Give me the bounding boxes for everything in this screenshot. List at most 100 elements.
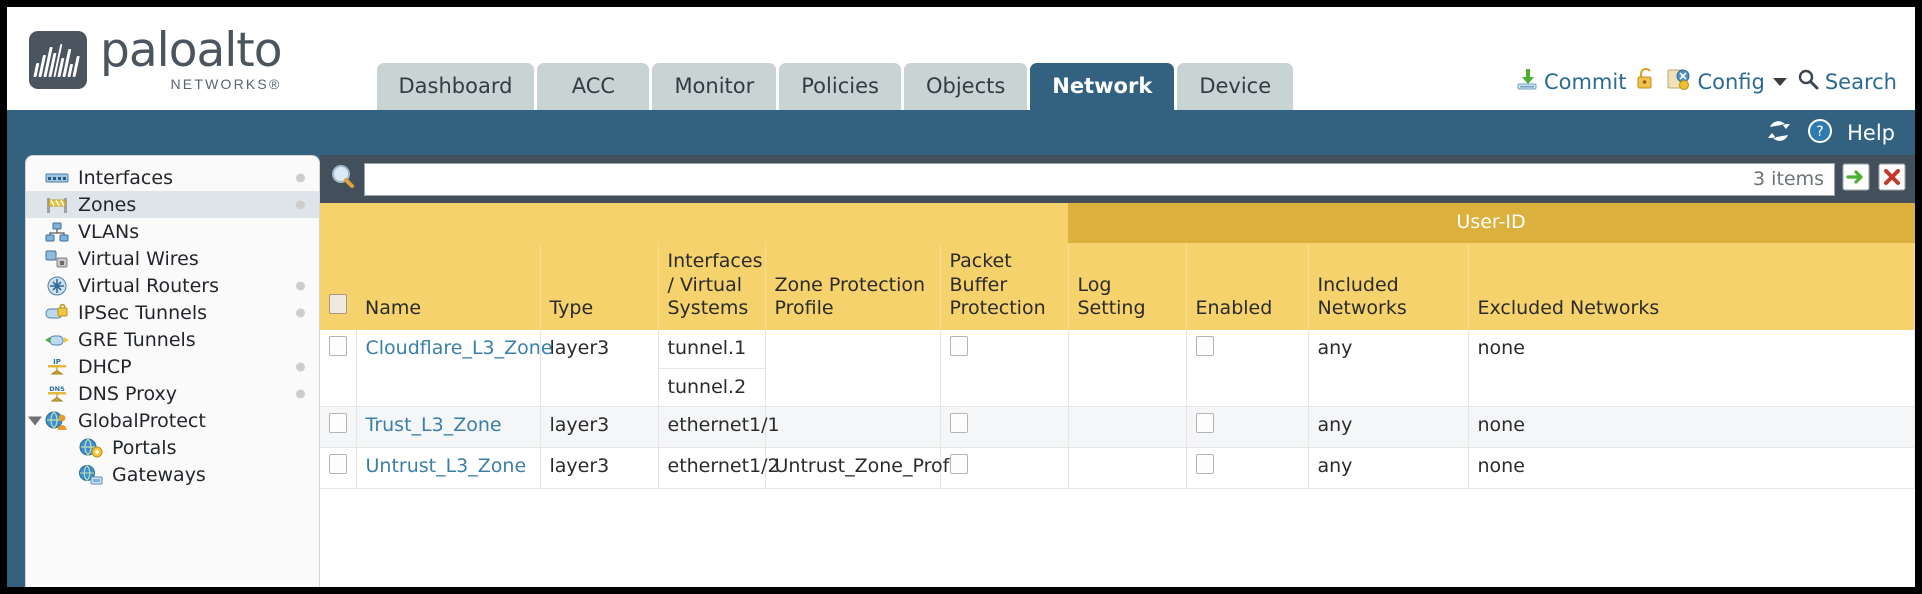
table-row[interactable]: Untrust_L3_Zone layer3 ethernet1/2 Untru… (320, 447, 1915, 489)
apply-filter-button[interactable] (1841, 162, 1871, 197)
zone-name-link[interactable]: Cloudflare_L3_Zone (365, 337, 553, 359)
gre-tunnels-icon (44, 330, 70, 350)
virtual-routers-icon (44, 276, 70, 296)
cell-log-setting (1068, 447, 1187, 489)
search-magnifier-icon[interactable] (328, 162, 358, 197)
packet-buffer-checkbox[interactable] (949, 413, 968, 434)
cell-zone-protection: Untrust_Zone_Prof (765, 447, 949, 489)
row-checkbox[interactable] (329, 413, 347, 434)
sidebar-item-label: Portals (112, 436, 177, 459)
paloalto-logo: paloalto NETWORKS® (29, 27, 282, 92)
cell-packet-buffer (940, 406, 1069, 448)
row-checkbox[interactable] (329, 336, 347, 356)
chevron-down-icon[interactable] (1772, 77, 1787, 86)
cell-excluded-networks: none (1468, 447, 1915, 489)
svg-text:IP: IP (53, 358, 61, 366)
top-bar: paloalto NETWORKS® Dashboard ACC Monitor… (7, 7, 1915, 110)
sidebar-item-vlans[interactable]: VLANs (26, 218, 319, 245)
search-icon (1796, 67, 1820, 96)
table-row[interactable]: Trust_L3_Zone layer3 ethernet1/1 any non… (320, 406, 1915, 448)
content-panel: 3 items (320, 155, 1915, 587)
commit-button[interactable]: Commit (1515, 67, 1627, 96)
userid-enabled-checkbox[interactable] (1195, 336, 1214, 356)
sidebar-item-label: GRE Tunnels (78, 328, 196, 351)
commit-icon (1515, 67, 1539, 96)
config-button[interactable]: Config (1666, 67, 1787, 96)
sidebar-item-virtual-routers[interactable]: Virtual Routers (26, 272, 319, 299)
dns-proxy-icon: DNS (44, 384, 70, 404)
sidebar-item-dns-proxy[interactable]: DNS DNS Proxy (26, 380, 319, 407)
row-checkbox[interactable] (329, 453, 347, 474)
tab-objects[interactable]: Objects (903, 63, 1028, 110)
lock-icon (1635, 67, 1657, 96)
cell-userid-enabled (1186, 330, 1309, 408)
packet-buffer-checkbox[interactable] (949, 453, 968, 474)
col-header-type[interactable]: Type (540, 242, 659, 330)
cell-log-setting (1068, 330, 1187, 408)
sidebar-item-virtual-wires[interactable]: Virtual Wires (26, 245, 319, 272)
sidebar-item-label: Virtual Wires (78, 247, 199, 270)
tab-policies[interactable]: Policies (779, 63, 901, 110)
clear-filter-button[interactable] (1877, 162, 1907, 197)
tab-device[interactable]: Device (1177, 63, 1294, 110)
tab-dashboard[interactable]: Dashboard (376, 63, 535, 110)
sidebar-item-dhcp[interactable]: IP DHCP (26, 353, 319, 380)
col-header-included-networks[interactable]: Included Networks (1308, 242, 1469, 330)
status-dot (296, 173, 305, 182)
row-select-cell (320, 406, 357, 448)
cell-name: Untrust_L3_Zone (356, 447, 541, 489)
sidebar-item-label: VLANs (78, 220, 140, 243)
sidebar-item-label: Gateways (112, 463, 206, 486)
col-header-packet-buffer[interactable]: Packet Buffer Protection (940, 242, 1069, 330)
items-count: 3 items (1753, 168, 1824, 190)
refresh-icon[interactable] (1765, 118, 1793, 149)
sidebar-item-label: GlobalProtect (78, 409, 206, 432)
sidebar-item-portals[interactable]: Portals (26, 434, 319, 461)
lock-button[interactable] (1635, 67, 1657, 96)
sidebar-item-label: Zones (78, 193, 137, 216)
col-header-enabled[interactable]: Enabled (1186, 242, 1309, 330)
commit-label: Commit (1543, 69, 1627, 94)
search-button[interactable]: Search (1796, 67, 1897, 96)
cell-interfaces: tunnel.1 tunnel.2 (658, 330, 766, 408)
tab-monitor[interactable]: Monitor (652, 63, 777, 110)
sidebar-item-gre-tunnels[interactable]: GRE Tunnels (26, 326, 319, 353)
brand-name: paloalto (100, 23, 282, 78)
sidebar-item-globalprotect[interactable]: GlobalProtect (26, 407, 319, 434)
packet-buffer-checkbox[interactable] (949, 336, 968, 356)
help-icon[interactable]: ? (1807, 118, 1833, 149)
globalprotect-icon (44, 411, 70, 431)
tab-acc[interactable]: ACC (537, 63, 650, 110)
sidebar-item-label: DHCP (78, 355, 132, 378)
interface-entry: tunnel.2 (667, 375, 747, 398)
sidebar-item-interfaces[interactable]: Interfaces (26, 164, 319, 191)
cell-excluded-networks: none (1468, 330, 1915, 408)
sidebar-item-ipsec-tunnels[interactable]: IPSec Tunnels (26, 299, 319, 326)
sidebar-item-label: Interfaces (78, 166, 173, 189)
zone-name-link[interactable]: Untrust_L3_Zone (365, 454, 527, 477)
zones-table: User-ID Name Type Interfaces / Virtual S… (320, 203, 1915, 489)
col-header-name[interactable]: Name (356, 242, 541, 330)
table-row[interactable]: Cloudflare_L3_Zone layer3 tunnel.1 tunne… (320, 330, 1915, 408)
sidebar: Interfaces Zones (25, 155, 320, 587)
col-header-log-setting[interactable]: Log Setting (1068, 242, 1187, 330)
search-input[interactable]: 3 items (364, 162, 1835, 196)
sidebar-item-gateways[interactable]: Gateways (26, 461, 319, 488)
help-label[interactable]: Help (1847, 121, 1895, 145)
logo-bars-icon (33, 43, 82, 77)
col-header-interfaces[interactable]: Interfaces / Virtual Systems (658, 242, 766, 330)
group-header-userid: User-ID (1068, 203, 1915, 243)
search-label: Search (1824, 69, 1897, 94)
table-header-row: Name Type Interfaces / Virtual Systems Z… (320, 242, 1915, 330)
tab-network[interactable]: Network (1030, 63, 1175, 110)
userid-enabled-checkbox[interactable] (1195, 453, 1214, 474)
vlans-icon (44, 222, 70, 242)
userid-enabled-checkbox[interactable] (1195, 413, 1214, 434)
sidebar-item-zones[interactable]: Zones (26, 191, 319, 218)
col-header-zone-protection[interactable]: Zone Protection Profile (765, 242, 941, 330)
expander-triangle-icon[interactable] (28, 416, 42, 425)
col-header-excluded-networks[interactable]: Excluded Networks (1468, 242, 1915, 330)
select-all-checkbox[interactable] (329, 294, 347, 315)
config-label: Config (1697, 69, 1765, 94)
zone-name-link[interactable]: Trust_L3_Zone (365, 414, 502, 437)
